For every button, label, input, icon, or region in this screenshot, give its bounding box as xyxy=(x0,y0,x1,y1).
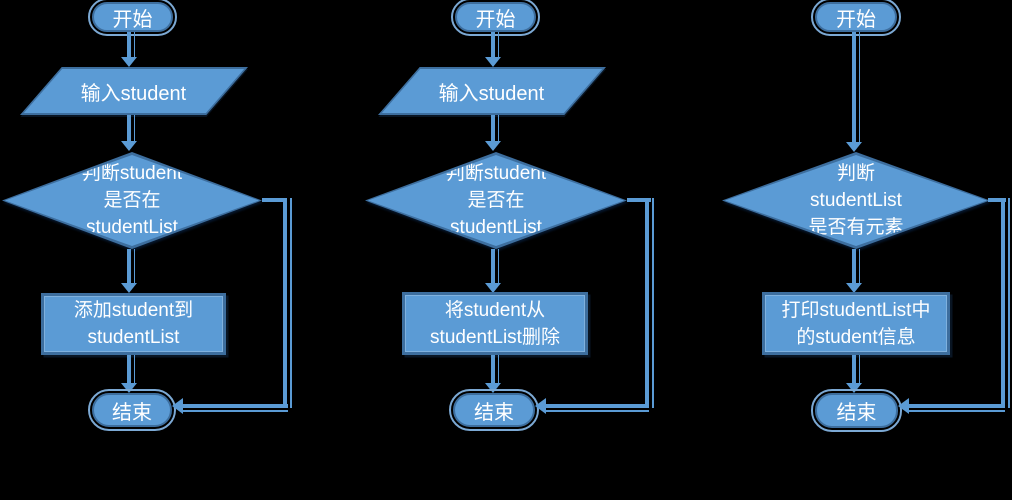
decision-line-2: 是否在 xyxy=(467,190,525,211)
connector-start-decision-3 xyxy=(851,32,860,142)
end-label: 结束 xyxy=(112,401,152,424)
arrowhead-icon xyxy=(485,383,501,393)
process-node-2: 将student从 studentList删除 xyxy=(402,292,588,355)
branch-line-top-2 xyxy=(627,198,651,202)
connector-decision-process-2 xyxy=(490,249,499,284)
input-node-2: 输入student xyxy=(378,67,606,115)
arrowhead-icon xyxy=(846,383,862,393)
arrowhead-icon xyxy=(485,283,501,293)
input-label: 输入student xyxy=(81,82,187,105)
process-line-1: 将student从 xyxy=(444,299,546,321)
connector-input-decision-2 xyxy=(490,115,499,142)
end-node-1: 结束 xyxy=(88,389,176,431)
arrowhead-icon xyxy=(121,141,137,151)
branch-line-top-3 xyxy=(988,198,1006,202)
branch-line-bottom-3 xyxy=(908,404,1005,412)
start-node-2: 开始 xyxy=(451,0,540,36)
decision-line-3: studentList xyxy=(450,217,542,238)
arrowhead-icon xyxy=(485,141,501,151)
process-line-2: studentList xyxy=(87,327,180,348)
connector-decision-process-1 xyxy=(126,249,135,284)
arrowhead-icon xyxy=(121,283,137,293)
end-node-3: 结束 xyxy=(811,389,902,432)
connector-start-input-1 xyxy=(126,32,135,58)
decision-line-2: 是否在 xyxy=(103,190,161,211)
arrowhead-icon xyxy=(846,142,862,152)
process-line-1: 打印studentList中 xyxy=(781,299,931,321)
branch-line-vertical-3 xyxy=(1001,198,1010,408)
start-node-3: 开始 xyxy=(811,0,901,36)
process-node-3: 打印studentList中 的student信息 xyxy=(762,292,950,355)
connector-process-end-1 xyxy=(126,355,135,384)
connector-process-end-3 xyxy=(851,355,860,384)
arrowhead-icon xyxy=(121,383,137,393)
end-label: 结束 xyxy=(836,402,877,424)
branch-line-bottom-2 xyxy=(545,404,649,412)
decision-line-1: 判断 xyxy=(836,163,875,184)
arrowhead-icon xyxy=(898,398,909,414)
decision-line-1: 判断student xyxy=(81,163,183,184)
start-label: 开始 xyxy=(836,8,876,31)
process-line-2: 的student信息 xyxy=(796,326,916,348)
start-node-1: 开始 xyxy=(88,0,177,36)
process-line-2: studentList删除 xyxy=(430,326,560,348)
process-node-1: 添加student到 studentList xyxy=(41,293,226,355)
end-node-2: 结束 xyxy=(449,389,539,431)
arrowhead-icon xyxy=(121,57,137,67)
decision-line-1: 判断student xyxy=(445,163,547,184)
start-label: 开始 xyxy=(475,8,516,31)
arrowhead-icon xyxy=(485,57,501,67)
branch-line-vertical-2 xyxy=(645,198,654,408)
decision-node-3: 判断 studentList 是否有元素 xyxy=(722,152,990,249)
branch-line-bottom-1 xyxy=(182,404,288,412)
branch-line-top-1 xyxy=(262,198,287,202)
decision-node-2: 判断student 是否在 studentList xyxy=(365,152,627,249)
start-label: 开始 xyxy=(112,8,153,31)
decision-line-2: studentList xyxy=(810,190,902,211)
connector-input-decision-1 xyxy=(126,115,135,142)
arrowhead-icon xyxy=(172,398,183,414)
arrowhead-icon xyxy=(535,398,546,414)
end-label: 结束 xyxy=(474,401,514,424)
connector-start-input-2 xyxy=(490,32,499,58)
connector-decision-process-3 xyxy=(851,249,860,284)
connector-process-end-2 xyxy=(490,355,499,384)
branch-line-vertical-1 xyxy=(283,198,292,408)
input-node-1: 输入student xyxy=(20,67,248,115)
process-line-1: 添加student到 xyxy=(73,300,194,321)
input-label: 输入student xyxy=(439,82,545,105)
arrowhead-icon xyxy=(846,283,862,293)
decision-line-3: studentList xyxy=(86,217,178,238)
decision-line-3: 是否有元素 xyxy=(808,217,904,238)
decision-node-1: 判断student 是否在 studentList xyxy=(2,152,262,249)
